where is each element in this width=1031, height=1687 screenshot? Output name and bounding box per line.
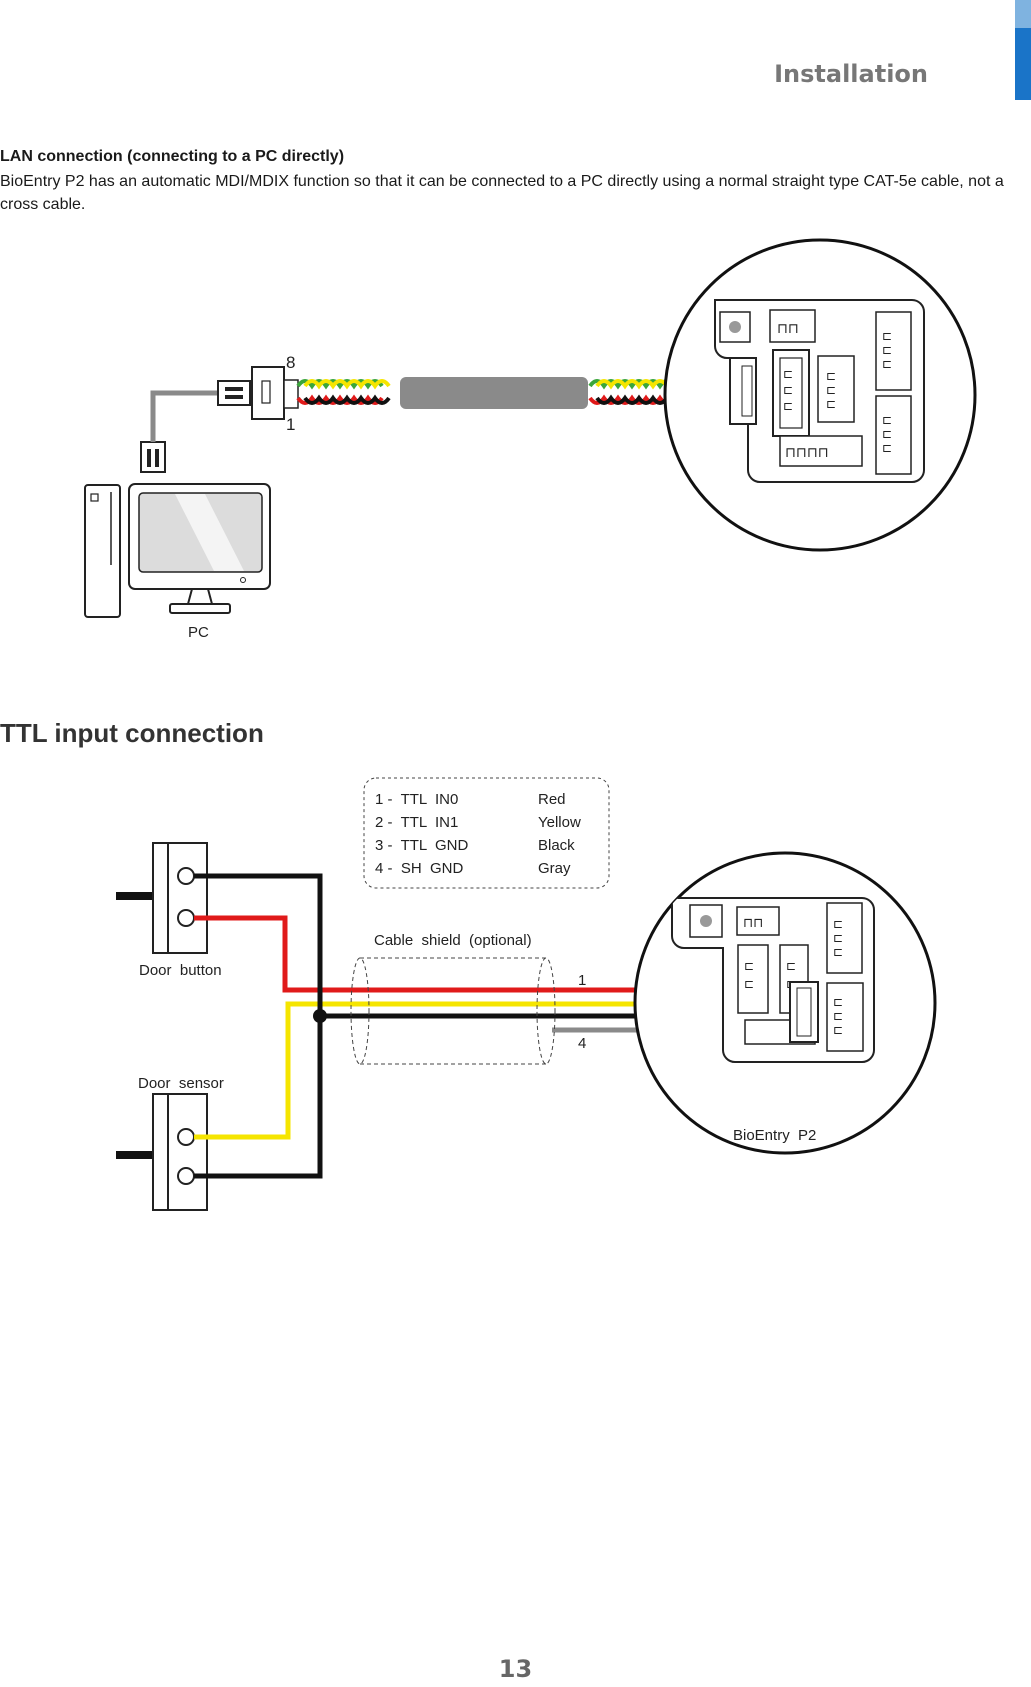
svg-text:⊏: ⊏ (833, 945, 843, 959)
ttl-pin-1-label: 1 (578, 972, 586, 989)
svg-text:⊏: ⊏ (882, 413, 892, 427)
legend-pin-3: 3 - TTL GND (375, 837, 469, 854)
lan-section-heading: LAN connection (connecting to a PC direc… (0, 148, 345, 165)
svg-text:⊓⊓⊓⊓: ⊓⊓⊓⊓ (785, 444, 829, 460)
pc-tower (84, 484, 121, 618)
cable-shield-outline (350, 957, 556, 1065)
board-magnifier-lan: ⊓⊓ ⊏⊏⊏ ⊏⊏⊏ ⊏⊏⊏ ⊏⊏⊏ ⊓⊓⊓⊓ (663, 238, 977, 552)
rj45-jack-adapter (251, 366, 299, 420)
ttl-section-heading: TTL input connection (0, 718, 264, 748)
ttl-diagram: 1 - TTL IN0 Red 2 - TTL IN1 Yellow 3 - T… (116, 777, 937, 1211)
svg-text:⊏: ⊏ (833, 1023, 843, 1037)
lan-section-body: BioEntry P2 has an automatic MDI/MDIX fu… (0, 173, 1004, 213)
door-sensor-device (116, 1093, 208, 1211)
wire-yellow (194, 1001, 795, 1140)
device-label: BioEntry P2 (733, 1127, 816, 1144)
twisted-pairs-left (296, 379, 391, 405)
svg-text:⊏: ⊏ (744, 959, 754, 973)
page-number: 13 (498, 1655, 533, 1683)
cable-sheath (400, 377, 588, 409)
wire-red (194, 915, 795, 993)
tab-marker-dark (1015, 28, 1031, 100)
legend-pin-2: 2 - TTL IN1 (375, 814, 458, 831)
legend-pin-4: 4 - SH GND (375, 860, 464, 877)
board-magnifier-ttl: ⊓⊓ ⊏⊏⊏ ⊏⊏ ⊏⊏ ⊏⊏⊏ (633, 851, 937, 1155)
lan-pin-1-label: 1 (286, 415, 295, 434)
svg-text:⊏: ⊏ (783, 399, 793, 413)
svg-text:⊏: ⊏ (882, 427, 892, 441)
pc-monitor (128, 483, 271, 614)
door-button-device (116, 842, 208, 954)
legend-pin-1: 1 - TTL IN0 (375, 791, 458, 808)
svg-text:⊏: ⊏ (826, 369, 836, 383)
door-button-label: Door button (139, 962, 222, 979)
svg-text:⊏: ⊏ (833, 995, 843, 1009)
section-tab-marker (1015, 0, 1031, 100)
rj45-plug-pc (140, 441, 166, 473)
svg-text:⊏: ⊏ (786, 959, 796, 973)
legend-color-1: Red (538, 791, 566, 808)
svg-text:⊏: ⊏ (833, 1009, 843, 1023)
header-title: Installation (774, 60, 928, 88)
svg-text:⊏: ⊏ (882, 357, 892, 371)
tab-marker-light (1015, 0, 1031, 28)
ttl-legend-box (363, 777, 610, 889)
svg-text:⊏: ⊏ (826, 383, 836, 397)
pc-label: PC (188, 624, 209, 641)
svg-text:⊏: ⊏ (882, 343, 892, 357)
svg-text:⊏: ⊏ (833, 931, 843, 945)
lan-diagram: PC 8 1 (84, 238, 977, 641)
legend-color-2: Yellow (538, 814, 581, 831)
legend-color-3: Black (538, 837, 575, 854)
door-sensor-label: Door sensor (138, 1075, 224, 1092)
svg-text:⊏: ⊏ (783, 367, 793, 381)
svg-text:⊏: ⊏ (833, 917, 843, 931)
cable-shield-label: Cable shield (optional) (374, 932, 532, 949)
svg-text:⊏: ⊏ (882, 329, 892, 343)
ground-junction (313, 1009, 327, 1023)
svg-text:⊏: ⊏ (826, 397, 836, 411)
wire-black (194, 873, 323, 1179)
network-cable (150, 390, 220, 442)
svg-text:⊏: ⊏ (783, 383, 793, 397)
svg-text:⊓⊓: ⊓⊓ (743, 915, 763, 930)
svg-text:⊏: ⊏ (744, 977, 754, 991)
rj45-plug-device (217, 380, 251, 406)
lan-pin-8-label: 8 (286, 353, 295, 372)
svg-text:⊓⊓: ⊓⊓ (777, 320, 799, 336)
svg-text:⊏: ⊏ (882, 441, 892, 455)
legend-color-4: Gray (538, 860, 571, 877)
ttl-pin-4-label: 4 (578, 1035, 586, 1052)
